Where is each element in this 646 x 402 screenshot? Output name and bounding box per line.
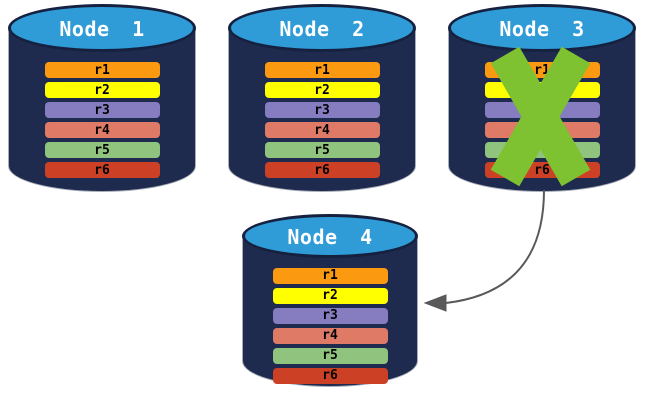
arrow-head-icon (423, 294, 447, 312)
partition-label: r5 (322, 348, 338, 364)
partition-label: r1 (534, 62, 550, 78)
partition-label: r3 (94, 102, 110, 118)
partition-label: r1 (322, 268, 338, 284)
partition-list: r1 r2 r3 r4 r5 r6 (8, 62, 196, 179)
partition-bar-r1: r1 (44, 62, 160, 79)
node-title: Node 4 (287, 225, 373, 250)
partition-label: r5 (314, 142, 330, 158)
partition-bar-r3: r3 (272, 307, 388, 324)
partition-list: r1 r2 r3 r4 r5 r6 (242, 267, 418, 384)
partition-bar-r5: r5 (272, 347, 388, 364)
partition-bar-r5: r5 (44, 142, 160, 159)
partition-bar-r4: r4 (264, 122, 380, 139)
partition-bar-r6: r6 (44, 162, 160, 179)
partition-label: r6 (534, 162, 550, 178)
cylinder-top: Node 3 (448, 4, 636, 52)
node-1: Node 1 r1 r2 r3 r4 r5 r6 (8, 4, 196, 192)
partition-label: r3 (314, 102, 330, 118)
partition-label: r6 (322, 368, 338, 384)
partition-label: r6 (94, 162, 110, 178)
node-title: Node 1 (59, 16, 145, 41)
node-2: Node 2 r1 r2 r3 r4 r5 r6 (228, 4, 416, 192)
cylinder-top: Node 1 (8, 4, 196, 52)
node-title: Node 3 (499, 16, 585, 41)
cylinder-top: Node 2 (228, 4, 416, 52)
partition-bar-r2: r2 (272, 287, 388, 304)
partition-label: r3 (322, 308, 338, 324)
partition-bar-r6: r6 (272, 367, 388, 384)
partition-bar-r5: r5 (264, 142, 380, 159)
partition-bar-r4: r4 (272, 327, 388, 344)
partition-list: r1 r2 r3 r4 r5 r6 (228, 62, 416, 179)
node-3: Node 3 r1 r2 r3 r4 r5 r6 (448, 4, 636, 192)
partition-bar-r1: r1 (272, 267, 388, 284)
partition-bar-r4: r4 (44, 122, 160, 139)
partition-label: r6 (314, 162, 330, 178)
partition-bar-r3: r3 (44, 102, 160, 119)
partition-label: r2 (94, 82, 110, 98)
node-title: Node 2 (279, 16, 365, 41)
partition-bar-r2: r2 (264, 82, 380, 99)
partition-bar-r1: r1 (264, 62, 380, 79)
partition-label: r1 (314, 62, 330, 78)
partition-label: r4 (322, 328, 338, 344)
node-4: Node 4 r1 r2 r3 r4 r5 r6 (242, 214, 418, 387)
failure-x-cross-icon (490, 46, 591, 187)
curved-arrow-line (445, 189, 545, 304)
partition-label: r1 (94, 62, 110, 78)
partition-label: r2 (322, 288, 338, 304)
x-stroke (490, 46, 591, 187)
partition-label: r5 (94, 142, 110, 158)
partition-label: r2 (314, 82, 330, 98)
partition-bar-r2: r2 (44, 82, 160, 99)
partition-label: r4 (314, 122, 330, 138)
cylinder-top: Node 4 (242, 214, 418, 259)
partition-bar-r6: r6 (264, 162, 380, 179)
partition-label: r4 (94, 122, 110, 138)
partition-bar-r3: r3 (264, 102, 380, 119)
